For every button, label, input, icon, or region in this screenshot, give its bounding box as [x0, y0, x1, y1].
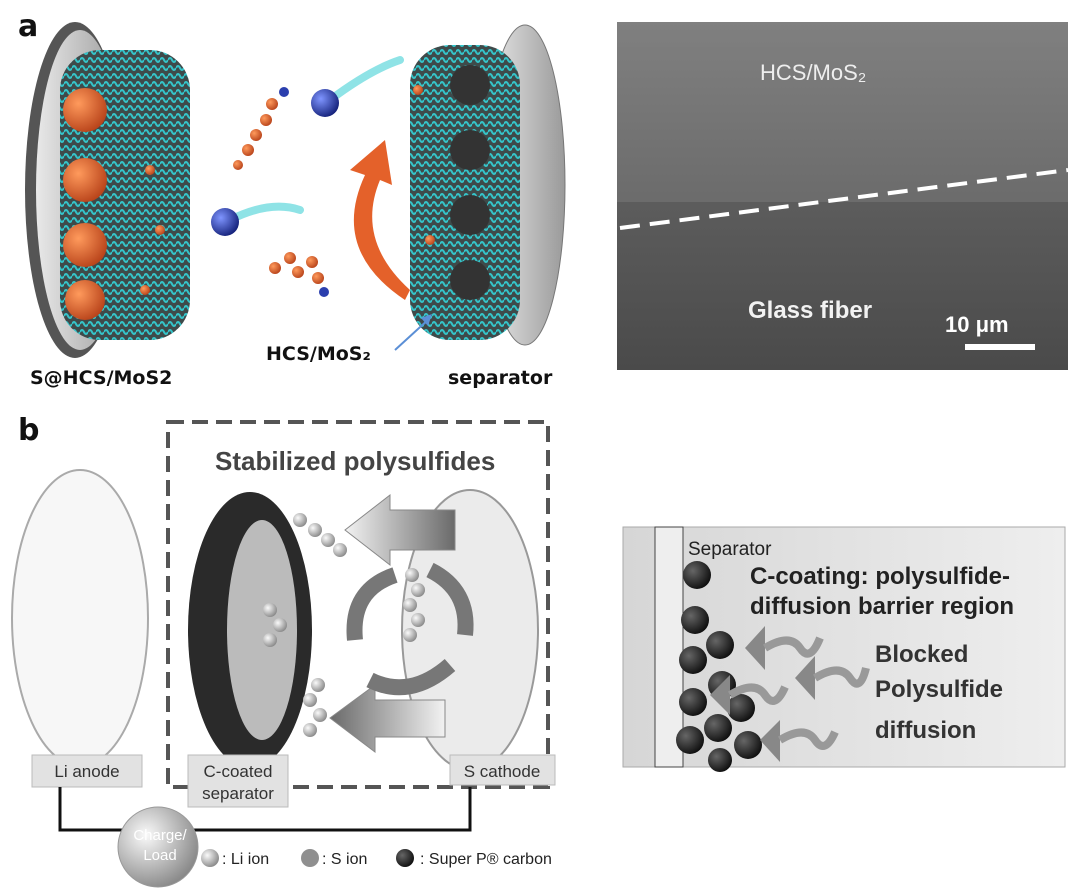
separator-label-line2: separator	[202, 784, 274, 803]
blocked-arrows	[710, 626, 870, 762]
li-anode-label: Li anode	[54, 762, 119, 781]
carbon-swatch	[396, 849, 414, 867]
legend-li-ion: : Li ion	[222, 851, 269, 868]
cycle-arrows	[346, 562, 474, 696]
sem-bottom-label: Glass fiber	[748, 297, 872, 324]
inset-separator-label: Separator	[688, 539, 772, 560]
separator-disc	[410, 24, 566, 346]
polysulfide-ions	[263, 513, 425, 737]
barrier-inset: Separator C-coating: polysulfide- diffus…	[622, 526, 1066, 772]
right-arrow	[329, 684, 446, 754]
lithium-ions	[211, 56, 404, 236]
separator-label-box: C-coated separator	[187, 754, 289, 808]
scale-bar	[965, 344, 1035, 350]
charge-load: Charge/ Load	[117, 806, 199, 888]
curved-orange-arrow	[350, 140, 410, 300]
s-cathode-label-box: S cathode	[449, 754, 556, 786]
cathode-label: S@HCS/MoS2	[30, 367, 172, 389]
pointer-arrowhead	[421, 314, 432, 326]
panel-b-letter: b	[18, 413, 39, 448]
load-label-line2: Load	[143, 847, 176, 864]
s-cathode-label: S cathode	[464, 762, 541, 781]
carbon-particles	[676, 561, 762, 772]
legend-s-ion: : S ion	[322, 851, 367, 868]
scale-bar-label: 10 μm	[945, 312, 1009, 337]
sem-top-label: HCS/MoS₂	[760, 60, 866, 85]
panel-b-title: Stabilized polysulfides	[215, 446, 495, 476]
barrier-line1: C-coating: polysulfide-	[750, 563, 1010, 590]
load-label-line1: Charge/	[133, 827, 187, 844]
polysulfide-chains	[233, 87, 329, 297]
sem-image: HCS/MoS₂ Glass fiber 10 μm	[617, 22, 1069, 370]
panel-a-letter: a	[18, 9, 38, 44]
li-ion-swatch	[201, 849, 219, 867]
coating-label: HCS/MoS₂	[266, 343, 371, 365]
dashed-region	[166, 420, 550, 789]
left-arrow	[344, 493, 456, 567]
cathode-disc	[25, 22, 190, 358]
barrier-line2: diffusion barrier region	[750, 593, 1014, 620]
separator-label-line1: C-coated	[204, 762, 273, 781]
interface-line	[619, 168, 1069, 230]
li-anode-label-box: Li anode	[31, 754, 143, 788]
blocked-line3: diffusion	[875, 717, 976, 744]
blocked-line1: Blocked	[875, 641, 968, 668]
separator-label: separator	[448, 367, 553, 389]
pointer-arrow	[394, 317, 431, 351]
s-ion-swatch	[301, 849, 319, 867]
legend-carbon: : Super P® carbon	[420, 851, 552, 868]
li-anode	[11, 469, 149, 767]
external-circuit	[58, 787, 472, 832]
legend: : Li ion : S ion : Super P® carbon	[201, 849, 552, 868]
carbon-coated-separator	[188, 492, 312, 768]
blocked-line2: Polysulfide	[875, 676, 1003, 703]
